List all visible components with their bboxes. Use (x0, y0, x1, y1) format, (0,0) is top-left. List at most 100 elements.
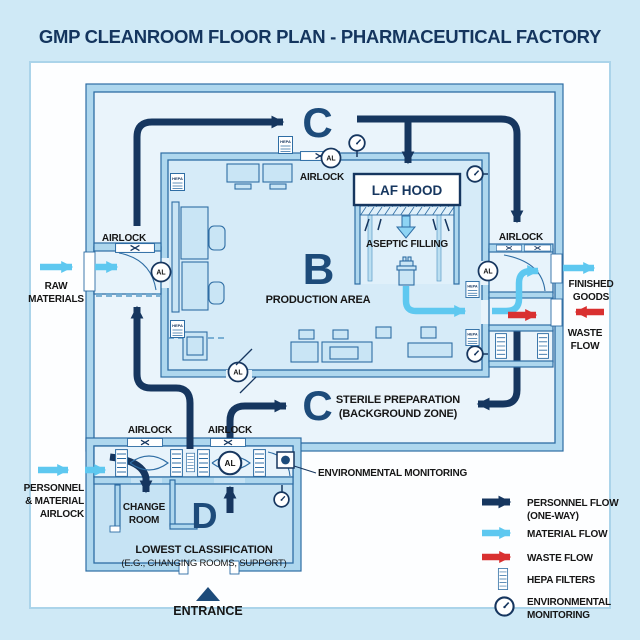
hepa-filter-icon (465, 281, 480, 298)
bench (290, 341, 319, 363)
finished-goods-label-1: FINISHED (568, 279, 613, 290)
personnel-airlock-label-1: PERSONNEL (24, 483, 85, 494)
airlock-door-icon (524, 244, 551, 252)
waste-port (550, 298, 563, 327)
hepa-filter-icon (465, 329, 480, 346)
env-monitoring-label: ENVIRONMENTAL MONITORING (318, 468, 468, 479)
legend-personnel-label-1: PERSONNEL FLOW (527, 498, 619, 509)
finished-goods-port (550, 253, 563, 284)
laf-hood-label: LAF HOOD (372, 183, 443, 198)
production-furniture (171, 163, 453, 363)
environmental-monitoring-sensor (276, 451, 317, 474)
change-room-label-1: CHANGE (123, 502, 166, 513)
hepa-filter-icon (186, 452, 195, 473)
legend-env-label-1: ENVIRONMENTAL (527, 597, 611, 608)
airflow-curtain-lines (364, 218, 450, 232)
laf-diffuser (359, 205, 455, 216)
chair (208, 225, 226, 251)
legend-env-label-2: MONITORING (527, 610, 590, 621)
laf-hood-header (352, 172, 462, 207)
hepa-filter-icon (278, 136, 293, 154)
hepa-filter-icon (115, 449, 128, 477)
legend-hepa-label: HEPA FILTERS (527, 575, 596, 586)
legend-waste-label: WASTE FLOW (527, 553, 594, 564)
al-badge (150, 261, 172, 283)
personnel-airlock-label-2: & MATERIAL (25, 496, 84, 507)
workbench (226, 163, 260, 183)
material-flow-arrows (38, 261, 604, 476)
waste-flow-label-2: FLOW (571, 341, 600, 352)
raw-materials-airlock (83, 242, 162, 295)
gauge-icon (466, 345, 484, 363)
personnel-flow-up-left-corridor (130, 305, 194, 449)
waste-flow-label-1: WASTE (568, 328, 603, 339)
hepa-filter-icon (197, 449, 210, 477)
airlock-door-icon (496, 244, 522, 252)
filling-machine-icon (396, 256, 417, 286)
material-flow-aseptic-out (402, 286, 467, 317)
stool (375, 326, 392, 339)
airlock-label-bottom-1: AIRLOCK (128, 425, 173, 436)
material-flow-passthrough-up (492, 265, 540, 315)
door-swing-marks (235, 348, 257, 394)
chair (208, 281, 225, 305)
right-airlock-stack (476, 243, 563, 411)
zone-c-top-letter: C (302, 99, 332, 146)
entrance-arrow-icon (196, 587, 220, 601)
gauge-icon (466, 165, 484, 183)
raw-materials-label-1: RAW (45, 281, 68, 292)
lowest-classification-label-1: LOWEST CLASSIFICATION (135, 544, 273, 556)
stool (332, 329, 349, 340)
double-door-lens (129, 455, 169, 471)
gauge-icon (273, 491, 290, 508)
al-badges (150, 147, 499, 476)
al-badge (227, 361, 249, 383)
page-title: GMP CLEANROOM FLOOR PLAN - PHARMACEUTICA… (39, 26, 602, 47)
personnel-flow-top-left (133, 115, 285, 226)
raw-materials-label-2: MATERIALS (28, 294, 84, 305)
raw-materials-port (83, 251, 96, 292)
al-badge (217, 450, 243, 476)
hepa-filter-icon (495, 333, 507, 359)
zone-d-letter: D (192, 495, 217, 536)
hepa-filter-icon (170, 173, 185, 191)
bench (407, 342, 453, 358)
personnel-flow-to-zone-c (226, 399, 288, 440)
legend-material-label: MATERIAL FLOW (527, 529, 608, 540)
desk (180, 206, 209, 260)
personnel-airlock-label-3: AIRLOCK (40, 509, 85, 520)
sterile-prep-label-1: STERILE PREPARATION (336, 394, 460, 406)
entrance-gap (186, 562, 232, 573)
hepa-filter-icon (170, 320, 185, 338)
door-swing-arc (118, 252, 157, 291)
al-badge (320, 147, 342, 169)
airlock-door-icon (209, 438, 247, 447)
al-badge (477, 260, 499, 282)
hepa-filter-icon (537, 333, 549, 359)
change-room-wall (114, 484, 121, 530)
aseptic-filling-label: ASEPTIC FILLING (366, 239, 448, 250)
laminar-airflow-icon (395, 215, 417, 239)
airlock-door-icon (114, 243, 156, 253)
airlock-label-bottom-2: AIRLOCK (208, 425, 253, 436)
airlock-label-right: AIRLOCK (499, 232, 544, 243)
zone-b-letter: B (303, 245, 334, 294)
airlock-door-icon (127, 438, 163, 447)
airlock-label-top: AIRLOCK (300, 172, 345, 183)
zone-c-bottom-letter: C (302, 382, 332, 429)
hepa-filter-icon (170, 449, 183, 477)
legend-personnel-label-2: (ONE-WAY) (527, 511, 579, 522)
lowest-classification-label-2: (E.G., CHANGING ROOMS, SUPPORT) (121, 558, 286, 569)
monitoring-gauges (273, 134, 488, 508)
change-room-label-2: ROOM (129, 515, 159, 526)
stool (420, 326, 437, 339)
personnel-flow-top-right (357, 115, 524, 224)
entrance-label: ENTRANCE (173, 604, 242, 618)
bench-long (171, 201, 180, 313)
workbench (262, 163, 293, 183)
hepa-filter-icon (253, 449, 266, 477)
finished-goods-label-2: GOODS (573, 292, 610, 303)
airlock-label-raw: AIRLOCK (102, 233, 147, 244)
stool (298, 329, 315, 340)
